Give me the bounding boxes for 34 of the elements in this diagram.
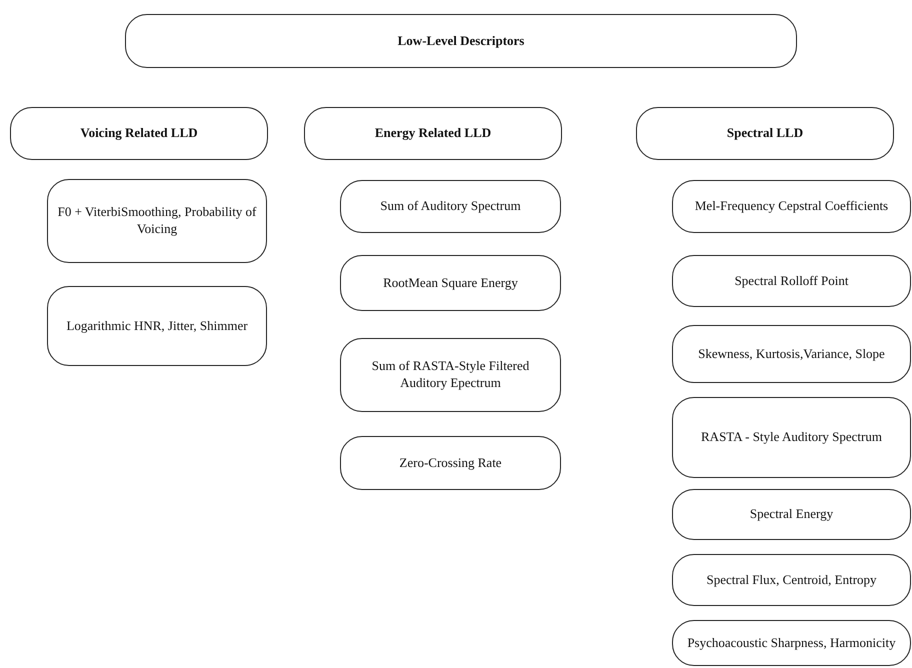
descriptor-label: Spectral Rolloff Point [734,272,848,290]
descriptor-label: Mel-Frequency Cepstral Coefficients [694,198,888,215]
category-box [10,107,268,160]
descriptor-box [672,325,911,383]
category-box [304,107,562,160]
descriptor-box [340,338,561,412]
descriptor-box [672,554,911,606]
descriptor-box [340,255,561,311]
category-title: Spectral LLD [726,125,804,142]
descriptor-label: Psychoacoustic Sharpness, Harmonicity [687,634,896,652]
descriptor-box [340,180,561,233]
descriptor-label: Logarithmic HNR, Jitter, Shimmer [66,318,248,334]
descriptor-box [672,489,911,540]
category-box [636,107,894,160]
descriptor-label: F0 + ViterbiSmoothing, Probability of Voicing [56,204,258,238]
category-title: Energy Related LLD [374,125,492,142]
descriptor-label: Spectral Flux, Centroid, Entropy [706,572,877,588]
descriptor-label: Sum of Auditory Spectrum [380,198,521,215]
descriptor-box [47,286,267,366]
category-box [125,14,797,68]
descriptor-box [340,436,561,490]
category-title: Low-Level Descriptors [398,32,524,50]
descriptor-label: RASTA - Style Auditory Spectrum [701,429,882,446]
descriptor-label: Zero-Crossing Rate [399,454,502,472]
descriptor-label: Skewness, Kurtosis,Variance, Slope [698,346,885,362]
descriptor-label: Sum of RASTA-Style Filtered Auditory Epectrum [370,358,530,392]
descriptor-label: Spectral Energy [750,506,834,523]
descriptor-box [47,179,267,263]
descriptor-box [672,255,911,307]
descriptor-box [672,397,911,478]
descriptor-box [672,180,911,233]
descriptor-label: RootMean Square Energy [383,274,518,292]
category-title: Voicing Related LLD [80,125,198,142]
descriptor-box [672,620,911,666]
